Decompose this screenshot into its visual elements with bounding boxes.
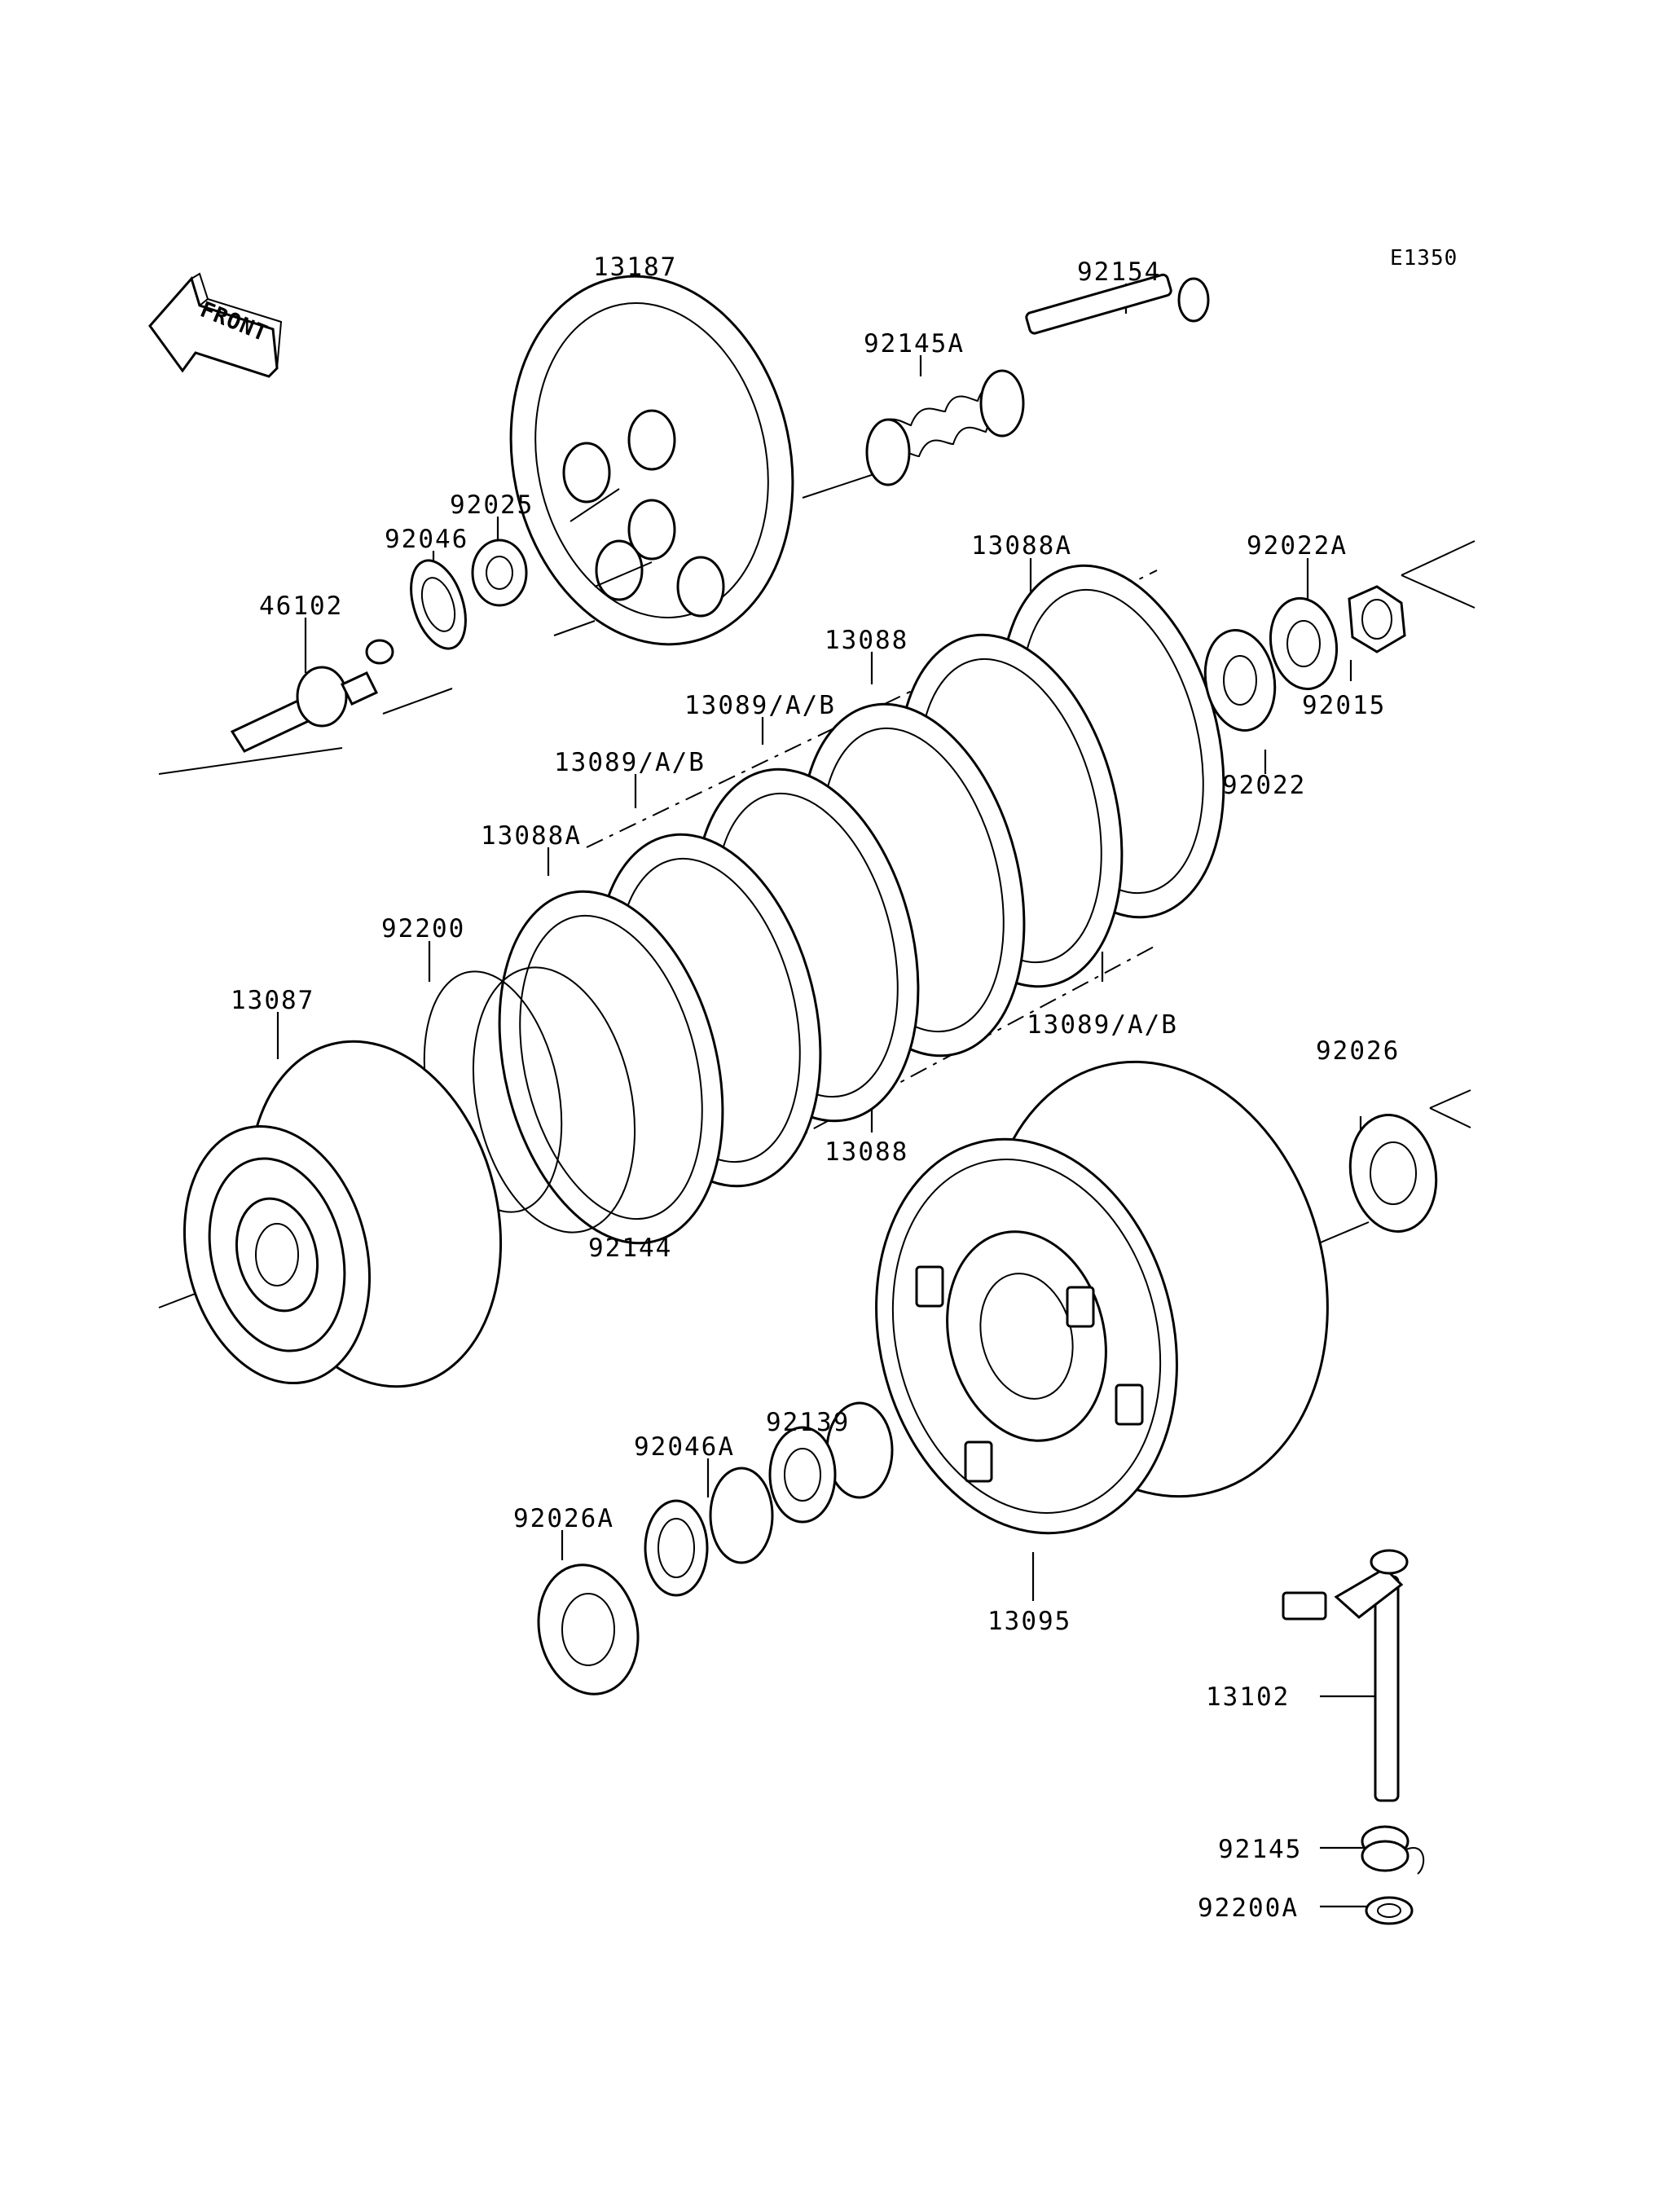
washer-92026A (537, 1563, 640, 1695)
part-label: 92200A (1198, 1893, 1299, 1923)
clutch-plates (498, 564, 1225, 1245)
part-label: 13089/A/B (684, 691, 836, 720)
part-label: 92046A (634, 1432, 735, 1462)
front-direction-arrow: FRONT (148, 272, 283, 378)
push-rod-46102 (230, 639, 394, 753)
washer-92200A (1365, 1896, 1414, 1925)
part-number-labels: 13187 92154 92145A 92025 92046 46102 130… (231, 253, 1400, 1923)
bearing-92046 (410, 559, 467, 650)
part-label: 92200 (381, 914, 465, 943)
spring-92145A (865, 369, 1025, 486)
part-label: 92022A (1247, 531, 1348, 561)
part-label: 13187 (593, 253, 677, 282)
part-label: 92026 (1316, 1036, 1400, 1066)
part-label: 92144 (588, 1234, 672, 1263)
part-label: 92015 (1302, 691, 1386, 720)
part-label: 92046 (385, 525, 468, 554)
part-label: 92022 (1222, 771, 1306, 800)
clutch-housing-13095 (875, 1060, 1329, 1535)
part-label: 13088A (971, 531, 1072, 561)
washers-92022 (1203, 596, 1339, 732)
part-label: 92139 (766, 1408, 850, 1437)
nut-92015 (1348, 585, 1406, 653)
part-label: 13089/A/B (554, 748, 706, 777)
release-shaft-13102 (1282, 1549, 1409, 1802)
part-label: 92026A (513, 1504, 614, 1533)
part-label: 92025 (450, 490, 534, 520)
pressure-plate-13187 (509, 275, 794, 646)
spring-92145 (1361, 1825, 1425, 1875)
bolt-92154 (1025, 273, 1210, 335)
part-label: 92154 (1077, 257, 1161, 287)
part-label: 92145 (1218, 1835, 1302, 1864)
part-label: 13102 (1206, 1682, 1290, 1712)
washer-92025 (471, 539, 528, 607)
washer-92026 (1348, 1114, 1438, 1233)
part-label: 13088A (481, 821, 582, 851)
part-label: 13088 (825, 626, 908, 655)
part-label: 13088 (825, 1137, 908, 1167)
clutch-hub-13087 (183, 1040, 503, 1388)
sleeve-92139 (768, 1401, 894, 1524)
part-label: 46102 (259, 592, 343, 621)
part-label: 92145A (864, 329, 965, 358)
needle-bearing-92046A (644, 1467, 774, 1597)
diagram-code: E1350 (1390, 246, 1458, 270)
part-label: 13087 (231, 986, 314, 1015)
part-label: 13095 (987, 1607, 1071, 1636)
part-label: 13089/A/B (1027, 1010, 1178, 1040)
